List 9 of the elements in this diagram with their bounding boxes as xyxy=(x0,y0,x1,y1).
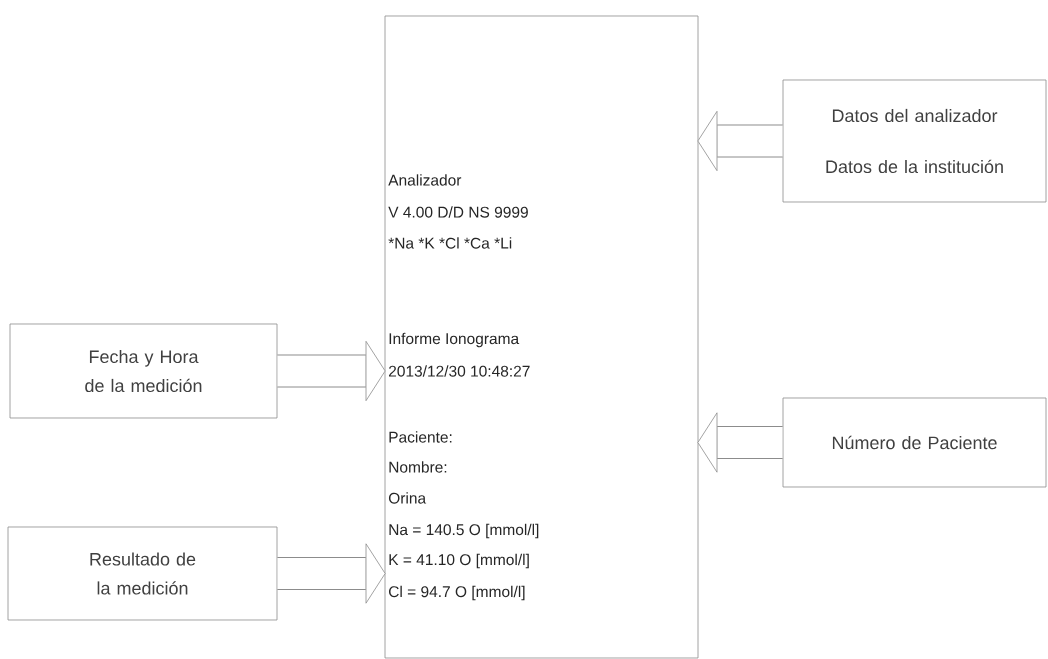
block-arrow xyxy=(697,110,783,172)
block-arrow xyxy=(277,340,386,402)
callout-box: Resultado de la medición xyxy=(7,526,278,621)
callout-box: Datos del analizador Datos de la institución xyxy=(782,79,1047,203)
receipt: Analizador V 4.00 D/D NS 9999 *Na *K *Cl *Ca *Li Informe Ionograma 2013/12/30 10:48:27 Paciente: Nombre: Orina Na = 140.5 O [mmol/l] K = 41.10 O [mmol/l] Cl = 94.7 O [mmol/l] xyxy=(384,15,699,659)
callout-box: Número de Paciente xyxy=(782,397,1047,488)
block-arrow xyxy=(697,412,783,473)
block-arrow xyxy=(277,543,386,604)
callout-box: Fecha y Hora de la medición xyxy=(9,323,278,419)
